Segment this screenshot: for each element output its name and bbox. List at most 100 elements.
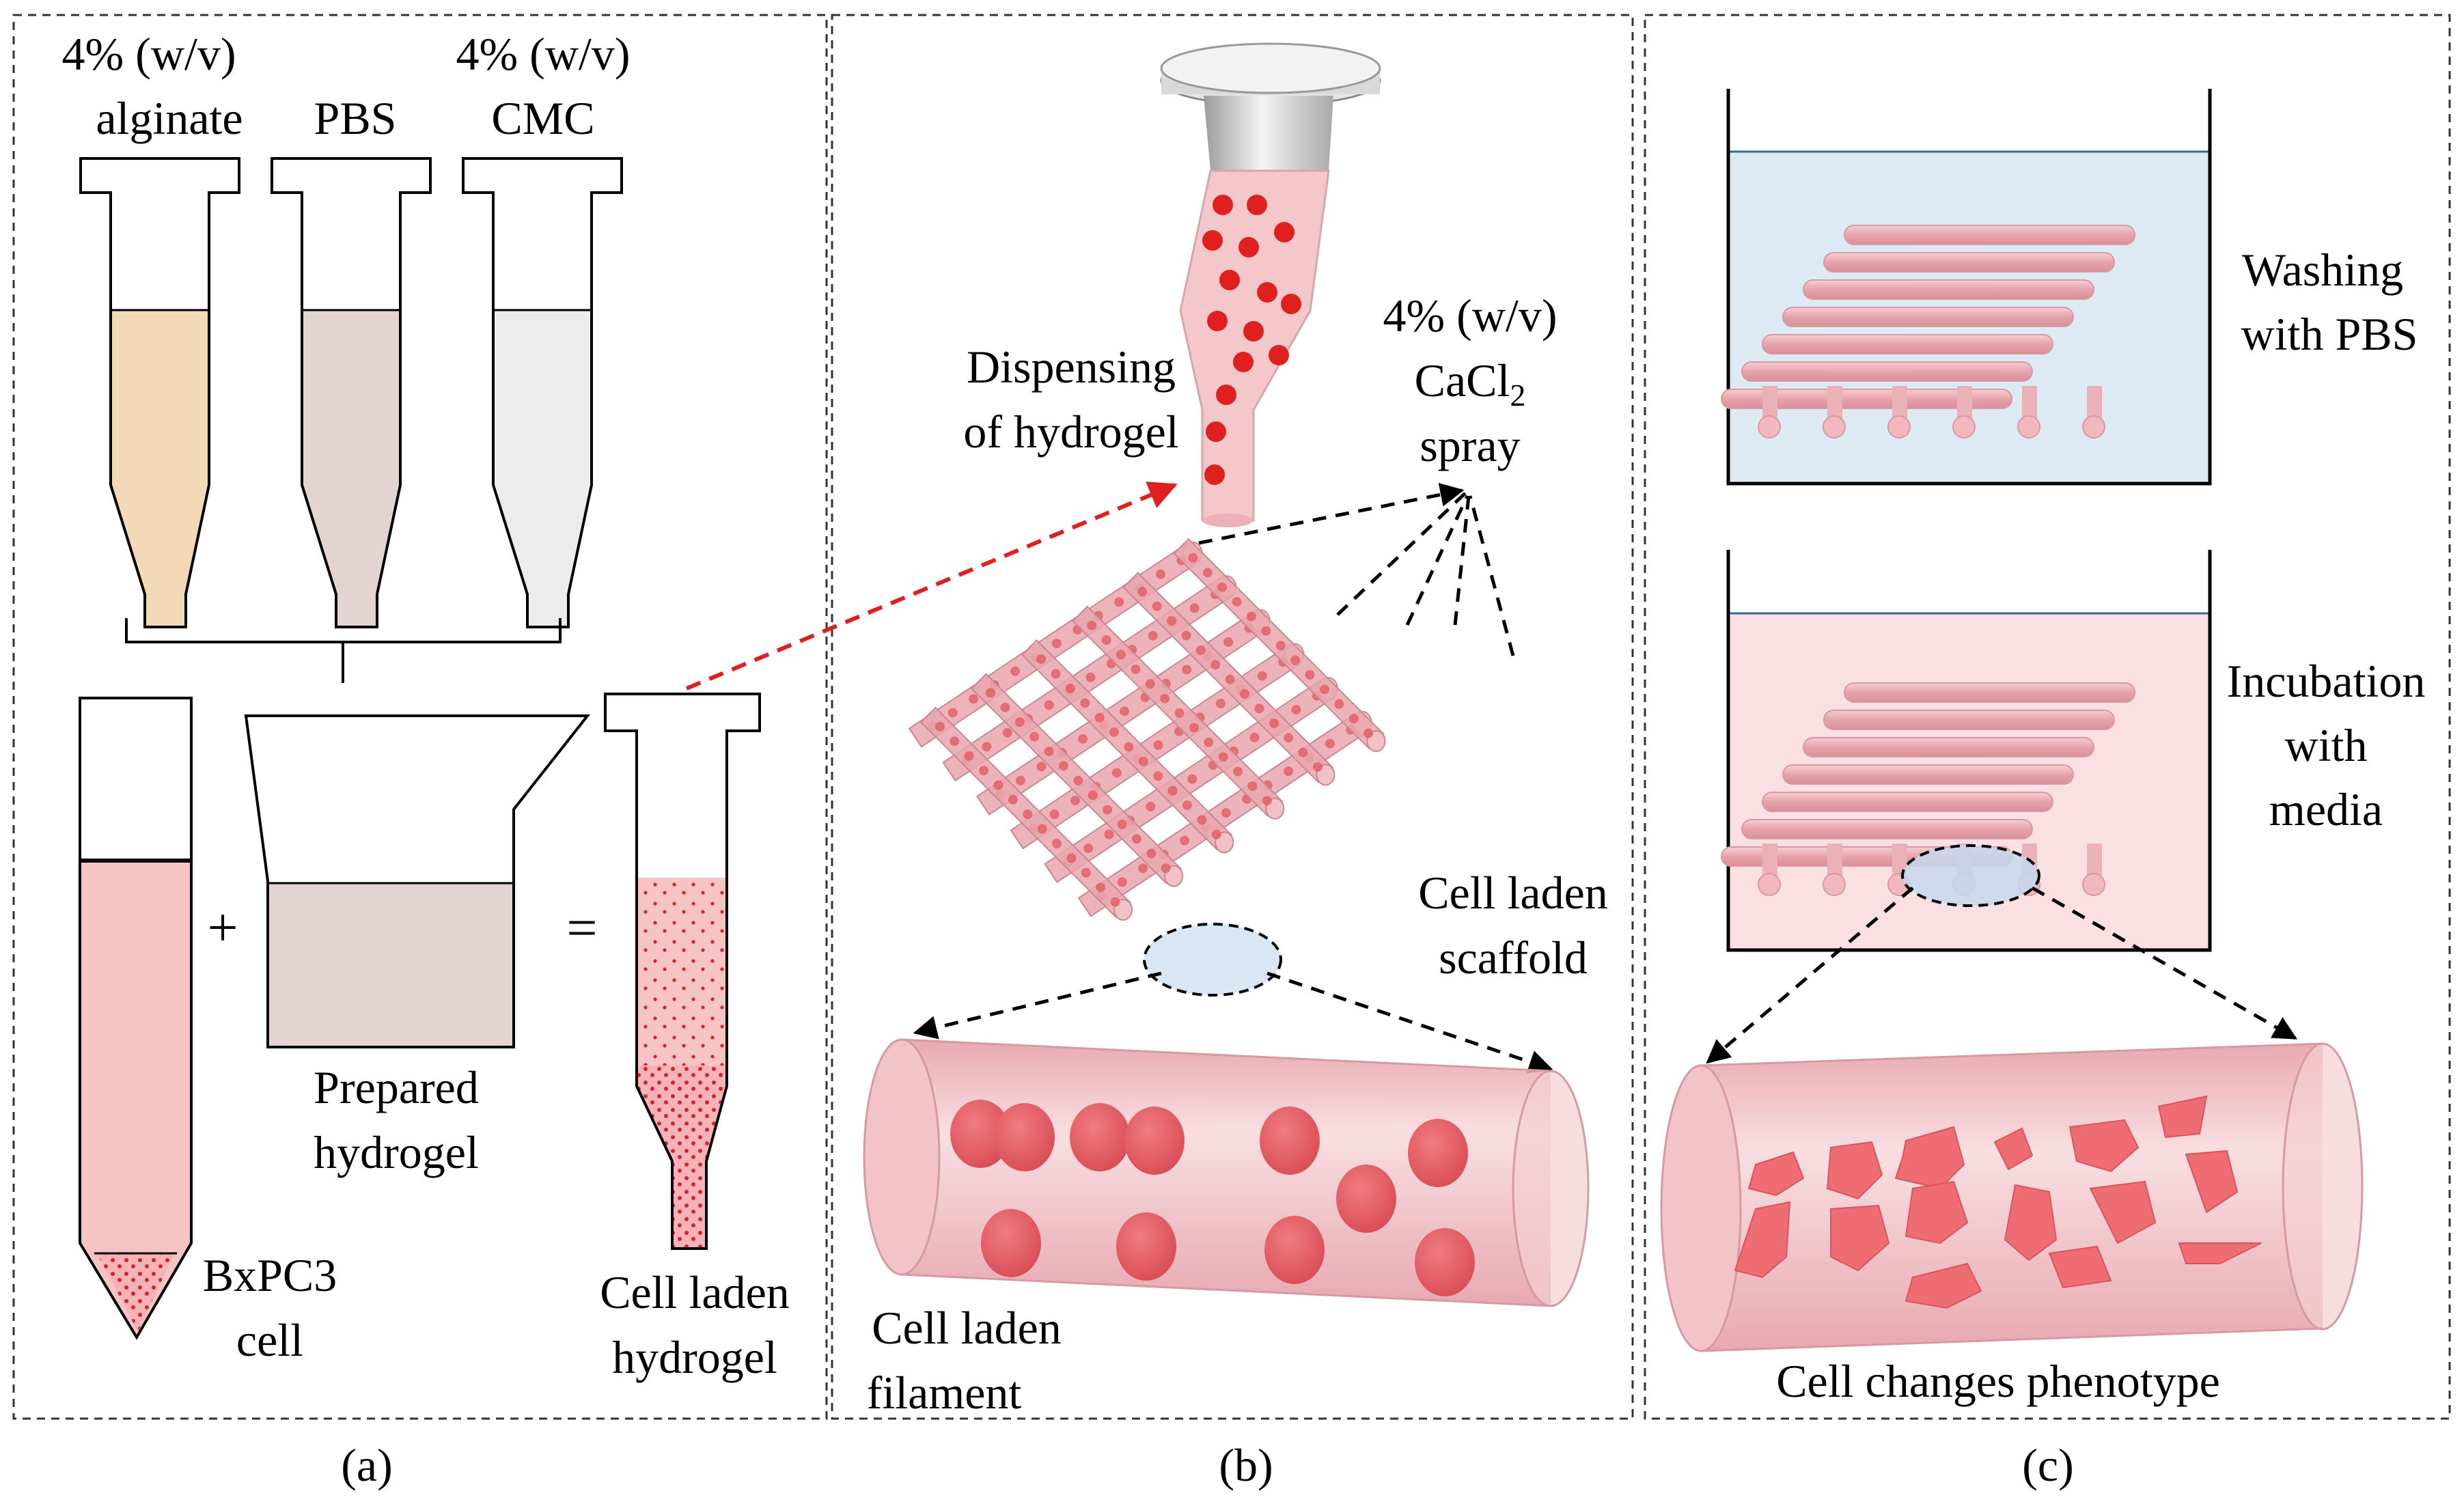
rod-cell-dot <box>1218 752 1228 762</box>
rod-cell-dot <box>1066 853 1077 863</box>
incubation-label-line3: media <box>2269 783 2383 835</box>
pipette-cell-dot <box>1233 352 1254 372</box>
rod-cell-dot <box>1131 834 1141 844</box>
rod-cell-dot <box>1138 756 1148 766</box>
rod-cell-dot <box>1137 587 1148 597</box>
rod-cell-dot <box>1015 775 1025 785</box>
plus-sign: + <box>207 898 238 958</box>
bath-post-end <box>1887 415 1911 438</box>
rod-cell-dot <box>1114 597 1124 607</box>
round-cell <box>981 1209 1041 1277</box>
result-label-line2: hydrogel <box>612 1331 777 1383</box>
rod-cell-dot <box>1087 620 1097 630</box>
zoom-ellipse-c <box>1901 844 2040 907</box>
tube-cell-laden-hydrogel <box>604 693 761 1250</box>
rod-cell-dot <box>1189 603 1200 613</box>
tube3-label-line2: CMC <box>491 92 594 144</box>
spray-label-line2-main: CaCl <box>1415 354 1510 406</box>
tube-pbs <box>271 157 432 628</box>
rod-cell-dot <box>1161 863 1171 874</box>
rod-cell-dot <box>1110 897 1120 907</box>
zoom-ellipse-b <box>1143 923 1282 997</box>
rod-cell-dot <box>1221 808 1231 818</box>
rod-cell-dot <box>1111 768 1122 778</box>
tube-cmc <box>462 157 623 628</box>
rod-cell-dot <box>1094 712 1105 723</box>
rod-cell-dot <box>1254 704 1264 714</box>
bath-post-end <box>1758 415 1781 438</box>
rod-cell-dot <box>1065 683 1075 693</box>
rod-cell-dot <box>1319 684 1329 695</box>
bath-rod <box>1741 819 2033 839</box>
bath-rod <box>1762 334 2053 354</box>
bath-rod <box>1803 737 2094 757</box>
bath-rod <box>1782 307 2074 327</box>
round-cell <box>1116 1212 1176 1281</box>
rod-cell-dot <box>1312 762 1323 772</box>
irregular-cell <box>1826 1141 1883 1200</box>
rod-cell-dot <box>986 688 996 698</box>
panel-a-caption: (a) <box>341 1439 392 1491</box>
dispense-label-line2: of hydrogel <box>963 406 1178 458</box>
rod-cell-dot <box>1182 800 1193 811</box>
bath-post-end <box>2082 873 2105 896</box>
panel-b-caption: (b) <box>1219 1439 1273 1491</box>
irregular-cell <box>1734 1201 1791 1279</box>
irregular-cell <box>2178 1242 2262 1264</box>
rod-cell-dot <box>1197 815 1207 825</box>
zoom-line-left-b <box>913 971 1162 1040</box>
irregular-cell <box>2004 1184 2058 1262</box>
rod-cell-dot <box>1291 705 1301 715</box>
irregular-cell <box>2068 1119 2140 1173</box>
bath-rod <box>1844 682 2135 703</box>
rod-cell-dot <box>1247 781 1258 792</box>
zoom-line-right-c <box>2031 886 2298 1040</box>
cell-label-line1: BxPC3 <box>203 1249 337 1301</box>
rod-cell-dot <box>1363 728 1374 738</box>
rod-cell-dot <box>935 721 945 732</box>
round-cell <box>1408 1119 1468 1187</box>
rod-cell-dot <box>969 694 979 704</box>
rod-cell-dot <box>1051 669 1061 679</box>
incubation-label-line2: with <box>2285 719 2368 771</box>
round-cell <box>995 1103 1055 1171</box>
rod-cell-dot <box>1181 630 1191 641</box>
bath-rod <box>1721 389 2012 409</box>
rod-cell-dot <box>1124 742 1134 752</box>
irregular-cell <box>2157 1095 2208 1139</box>
cell-laden-filament <box>863 1038 1590 1307</box>
filament-label-line2: filament <box>867 1367 1022 1419</box>
rod-cell-dot <box>1049 809 1060 820</box>
rod-cell-dot <box>993 780 1003 790</box>
round-cell <box>1260 1106 1320 1175</box>
round-cell <box>1124 1106 1185 1175</box>
beaker-label-line2: hydrogel <box>314 1126 479 1178</box>
rod-cell-dot <box>1290 655 1301 665</box>
bath-rod <box>1823 710 2115 730</box>
pipette-tip <box>1160 42 1381 527</box>
rod-cell-dot <box>1138 863 1148 874</box>
tube1-label-line1: 4% (w/v) <box>62 28 236 80</box>
rod-cell-dot <box>1334 699 1344 709</box>
pipette-cell-dot <box>1216 385 1236 405</box>
rod-cell-dot <box>1083 843 1094 853</box>
rod-cell-dot <box>1044 700 1054 710</box>
pipette-cells <box>1202 195 1301 485</box>
rod-cell-dot <box>1117 877 1127 887</box>
round-cell <box>1336 1165 1396 1233</box>
rod-cell-dot <box>1210 660 1221 670</box>
bath-post-end <box>1823 415 1846 438</box>
pipette-cell-dot <box>1238 237 1259 257</box>
media-bath <box>1721 550 2212 952</box>
rod-cell-dot <box>1036 762 1047 772</box>
rod-cell-dot <box>1305 670 1315 680</box>
rod-cell-dot <box>1275 641 1286 651</box>
irregular-cell <box>2185 1150 2239 1214</box>
rod-cell-dot <box>1298 747 1308 757</box>
rod-cell-dot <box>1261 626 1271 636</box>
rod-cell-dot <box>1058 761 1068 771</box>
rod-cell-dot <box>1246 611 1256 622</box>
rod-cell-dot <box>1232 597 1242 607</box>
phenotype-cells <box>1734 1095 2262 1309</box>
rod-cell-dot <box>1148 630 1158 641</box>
